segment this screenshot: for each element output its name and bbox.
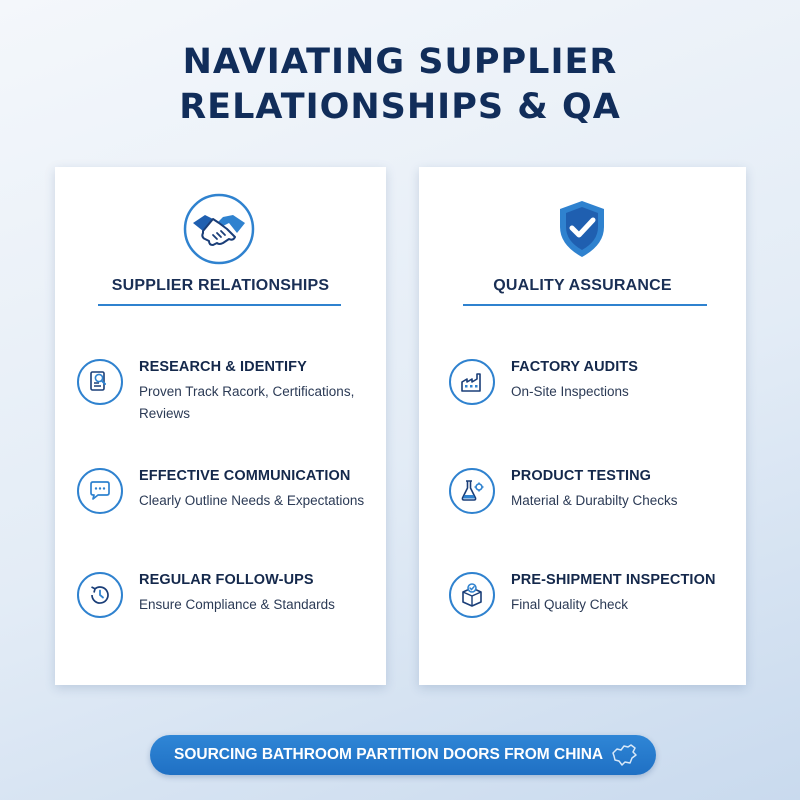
- heading-divider: [463, 304, 707, 306]
- item-description: Clearly Outline Needs & Expectations: [139, 493, 365, 508]
- box-check-icon: [449, 572, 495, 618]
- shield-check-icon: [546, 193, 618, 265]
- heading-divider: [98, 304, 341, 306]
- item-description: Material & Durabilty Checks: [511, 493, 678, 508]
- factory-icon: [449, 359, 495, 405]
- handshake-icon: [183, 193, 255, 265]
- footer-label: SOURCING BATHROOM PARTITION DOORS FROM C…: [174, 746, 604, 763]
- item-title: PRE-SHIPMENT INSPECTION: [511, 572, 716, 588]
- research-icon: [77, 359, 123, 405]
- page-title-line2: RELATIONSHIPS & QA: [179, 87, 621, 127]
- item-description: Proven Track Racork, Certifications, Rev…: [139, 384, 355, 421]
- item-title: FACTORY AUDITS: [511, 359, 639, 375]
- item-description: On-Site Inspections: [511, 384, 629, 399]
- quality-assurance-card: QUALITY ASSURANCE FACTORY AUDITS On-Site…: [419, 167, 746, 685]
- item-title: RESEARCH & IDENTIFY: [139, 359, 307, 375]
- item-description: Ensure Compliance & Standards: [139, 597, 335, 612]
- supplier-relationships-heading: SUPPLIER RELATIONSHIPS: [111, 277, 330, 294]
- flask-gear-icon: [449, 468, 495, 514]
- quality-assurance-heading: QUALITY ASSURANCE: [493, 277, 672, 294]
- supplier-relationships-card: SUPPLIER RELATIONSHIPS RESEARCH & IDENTI…: [55, 167, 386, 685]
- item-title: EFFECTIVE COMMUNICATION: [139, 468, 351, 484]
- item-title: REGULAR FOLLOW-UPS: [139, 572, 314, 588]
- china-map-icon: [610, 741, 638, 769]
- footer-banner: SOURCING BATHROOM PARTITION DOORS FROM C…: [150, 735, 656, 775]
- chat-icon: [77, 468, 123, 514]
- item-description: Final Quality Check: [511, 597, 629, 612]
- page-title-line1: NAVIATING SUPPLIER: [182, 42, 618, 82]
- follow-up-clock-icon: [77, 572, 123, 618]
- page-title: NAVIATING SUPPLIER RELATIONSHIPS & QA: [0, 40, 800, 130]
- item-title: PRODUCT TESTING: [511, 468, 652, 484]
